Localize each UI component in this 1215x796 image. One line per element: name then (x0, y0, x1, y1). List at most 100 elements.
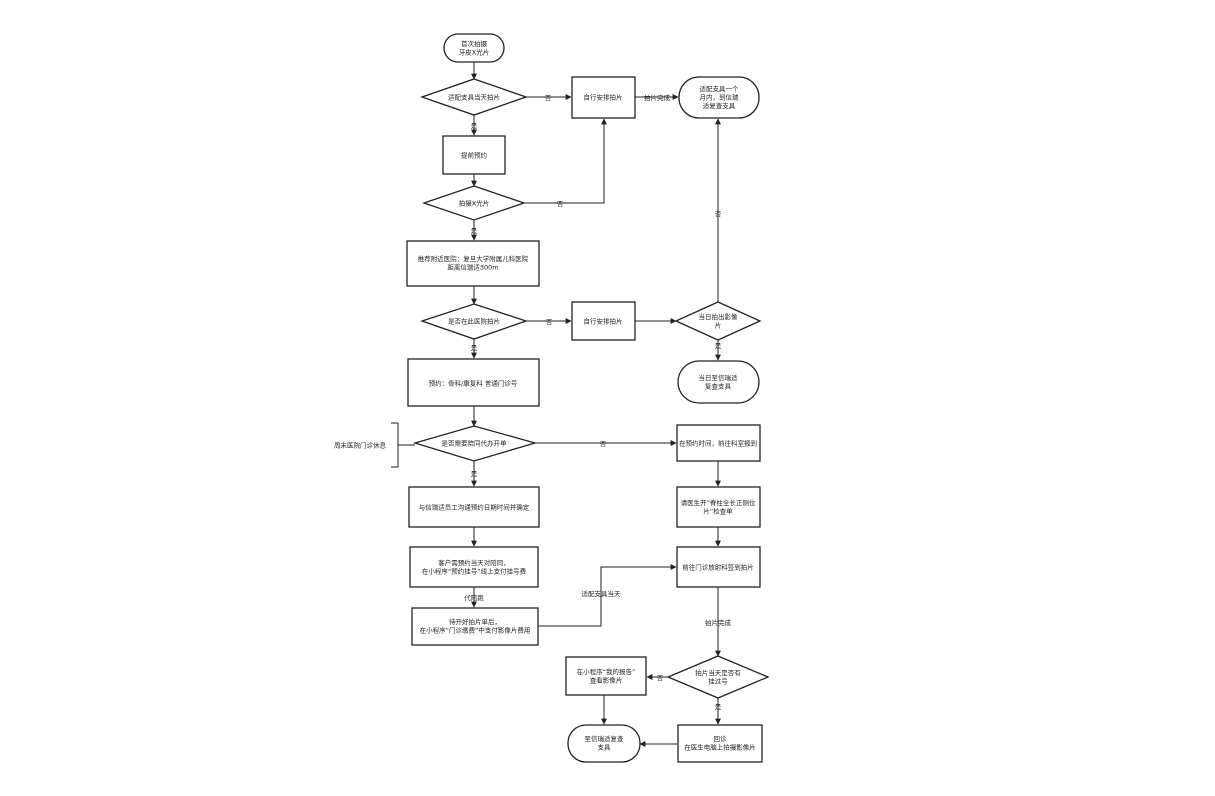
process-appointment[interactable]: 预约：骨科/康复科 普通门诊号 (407, 358, 540, 407)
node-label-line: 月内，到信瑞 (700, 92, 740, 101)
node-label-line: 提前预约 (461, 150, 487, 159)
node-label-line: 片”检查单 (703, 507, 733, 516)
node-label-line: 适配支具当天拍片 (448, 92, 500, 101)
edge-label-agency: 代陪跑 (464, 593, 484, 602)
node-label-view-app: 在小程序“我的报告”查看影像片 (577, 667, 636, 685)
node-label-go-checkin: 在预约时间，前往科室报到 (679, 438, 757, 447)
node-label-line: 挂过号 (708, 677, 728, 686)
process-view-app[interactable]: 在小程序“我的报告”查看影像片 (565, 656, 647, 696)
node-label-line: 片 (715, 321, 722, 330)
decision-same-day-film[interactable]: 当日拍出影像片 (674, 301, 762, 341)
terminator-end-review[interactable]: 至信瑞适复查支具 (567, 724, 641, 763)
edge-label-d6-yes: 是 (715, 703, 722, 711)
node-label-line: 自行安排拍片 (584, 316, 623, 325)
node-label-end-review: 至信瑞适复查支具 (585, 734, 625, 752)
process-go-checkin[interactable]: 在预约时间，前往科室报到 (676, 424, 761, 462)
node-label-start: 首次拍摄牙皮X光片 (459, 39, 489, 57)
node-label-line: 是否需要陪同代办开单 (442, 438, 508, 447)
node-label-line: 是否在此医院拍片 (448, 316, 500, 325)
terminator-same-day-review[interactable]: 当日至信瑞适复查支具 (677, 360, 760, 404)
node-label-line: 前往门诊放射科签到拍片 (682, 562, 754, 571)
node-label-go-film: 前往门诊放射科签到拍片 (682, 562, 754, 571)
process-go-film[interactable]: 前往门诊放射科签到拍片 (676, 546, 761, 588)
node-label-self-arrange-1: 自行安排拍片 (584, 92, 623, 101)
node-label-pay-fee: 客户需预约当天对陪同，在小程序“预约挂号”线上支付挂号费 (422, 558, 527, 576)
process-revisit[interactable]: 回诊在医生电脑上拍摄影像片 (677, 724, 763, 763)
node-label-confirm-time: 与信瑞适员工沟通预约日期时间并确定 (419, 502, 530, 511)
node-label-line: 在小程序“预约挂号”线上支付挂号费 (422, 567, 527, 576)
edge-label-film-done-2: 拍片完成 (705, 618, 732, 627)
node-start[interactable]: 首次拍摄牙皮X光片 (443, 33, 505, 63)
process-recommend[interactable]: 推荐附近医院：复旦大学附属儿科医院距离信瑞适300m (406, 240, 540, 287)
node-label-line: 在预约时间，前往科室报到 (679, 438, 757, 447)
edges (391, 62, 721, 747)
edge-label-d4-no: 否 (600, 440, 607, 448)
node-label-line: 在小程序“门诊缴费”中支付影像片费用 (420, 626, 531, 635)
edge-label-fit-same-day: 适配支具当天 (582, 589, 622, 598)
node-label-line: 待开好拍片单后， (449, 617, 501, 626)
node-label-line: 自行安排拍片 (584, 92, 623, 101)
node-label-d-xray: 拍摄X光片 (459, 198, 489, 207)
edge-wait-to-film (538, 564, 677, 627)
node-label-line: 拍片当天是否有 (695, 668, 741, 677)
edge-label-d5-yes: 是 (715, 342, 722, 350)
node-label-line: 首次拍摄 (461, 39, 488, 48)
process-wait-pay[interactable]: 待开好拍片单后，在小程序“门诊缴费”中支付影像片费用 (411, 607, 539, 646)
node-label-same-day-review: 当日至信瑞适复查支具 (699, 373, 739, 391)
node-label-doctor-order: 请医生开“脊柱全长正侧位片”检查单 (681, 498, 756, 515)
node-label-line: 回诊 (714, 734, 728, 743)
edge-label-film-done-1: 拍片完成 (644, 93, 671, 102)
node-label-line: 适复查支具 (703, 101, 736, 110)
process-confirm-time[interactable]: 与信瑞适员工沟通预约日期时间并确定 (408, 486, 540, 528)
decision-same-day[interactable]: 适配支具当天拍片 (420, 78, 528, 116)
node-label-line: 当日至信瑞适 (699, 373, 739, 382)
edge-label-d1-yes: 是 (471, 122, 478, 130)
node-label-wait-pay: 待开好拍片单后，在小程序“门诊缴费”中支付影像片费用 (420, 617, 531, 635)
node-label-line: 拍摄X光片 (459, 198, 489, 207)
process-self-arrange-1[interactable]: 自行安排拍片 (571, 76, 636, 119)
node-label-line: 预约：骨科/康复科 普通门诊号 (429, 378, 518, 387)
node-label-line: 查看影像片 (590, 676, 623, 685)
node-label-line: 适配支具一个 (700, 84, 740, 93)
process-pay-fee[interactable]: 客户需预约当天对陪同，在小程序“预约挂号”线上支付挂号费 (409, 546, 539, 588)
node-label-line: 距离信瑞适300m (447, 263, 498, 272)
decision-agency[interactable]: 是否需要陪同代办开单 (412, 425, 538, 462)
node-label-line: 与信瑞适员工沟通预约日期时间并确定 (419, 502, 530, 511)
node-label-self-arrange-2: 自行安排拍片 (584, 316, 623, 325)
edge-label-d1-no: 否 (545, 94, 552, 102)
edge-label-d6-no: 否 (657, 674, 664, 682)
terminator-fit-month[interactable]: 适配支具一个月内，到信瑞适复查支具 (678, 76, 760, 119)
note-weekend: 周末医院门诊休息 (334, 440, 387, 449)
node-label-line: 客户需预约当天对陪同， (438, 558, 510, 567)
node-label-d-hospital: 是否在此医院拍片 (448, 316, 500, 325)
process-doctor-order[interactable]: 请医生开“脊柱全长正侧位片”检查单 (676, 486, 761, 528)
edge-label-d5-no: 否 (715, 210, 722, 218)
node-label-line: 支具 (598, 743, 612, 752)
node-label-line: 请医生开“脊柱全长正侧位 (681, 498, 756, 507)
edge-label-d2-no: 否 (557, 200, 564, 208)
node-label-line: 牙皮X光片 (459, 48, 489, 57)
node-label-d-return: 拍片当天是否有挂过号 (695, 668, 741, 686)
node-label-d-same-day-film: 当日拍出影像片 (699, 312, 739, 330)
process-self-arrange-2[interactable]: 自行安排拍片 (571, 301, 636, 341)
node-label-d-same-day: 适配支具当天拍片 (448, 92, 500, 101)
node-label-revisit: 回诊在医生电脑上拍摄影像片 (684, 734, 756, 752)
process-book[interactable]: 提前预约 (442, 135, 506, 175)
node-label-line: 至信瑞适复查 (585, 734, 625, 743)
node-label-appt: 预约：骨科/康复科 普通门诊号 (429, 378, 518, 387)
edge-d2-no-to-self1 (524, 118, 607, 204)
node-label-book: 提前预约 (461, 150, 487, 159)
node-label-d-agency: 是否需要陪同代办开单 (442, 438, 508, 447)
node-label-line: 周末医院门诊休息 (334, 440, 387, 449)
decision-return[interactable]: 拍片当天是否有挂过号 (666, 655, 770, 699)
node-label-line: 在小程序“我的报告” (577, 667, 636, 676)
edge-label-d3-yes: 是 (471, 344, 478, 352)
decision-hospital[interactable]: 是否在此医院拍片 (419, 303, 529, 340)
weekend-bracket (391, 422, 399, 468)
node-label-fit-month: 适配支具一个月内，到信瑞适复查支具 (700, 84, 740, 110)
edge-label-d3-no: 否 (546, 318, 553, 326)
node-label-line: 在医生电脑上拍摄影像片 (684, 743, 756, 752)
decision-xray[interactable]: 拍摄X光片 (421, 185, 527, 221)
edge-label-d2-yes: 是 (471, 227, 478, 235)
